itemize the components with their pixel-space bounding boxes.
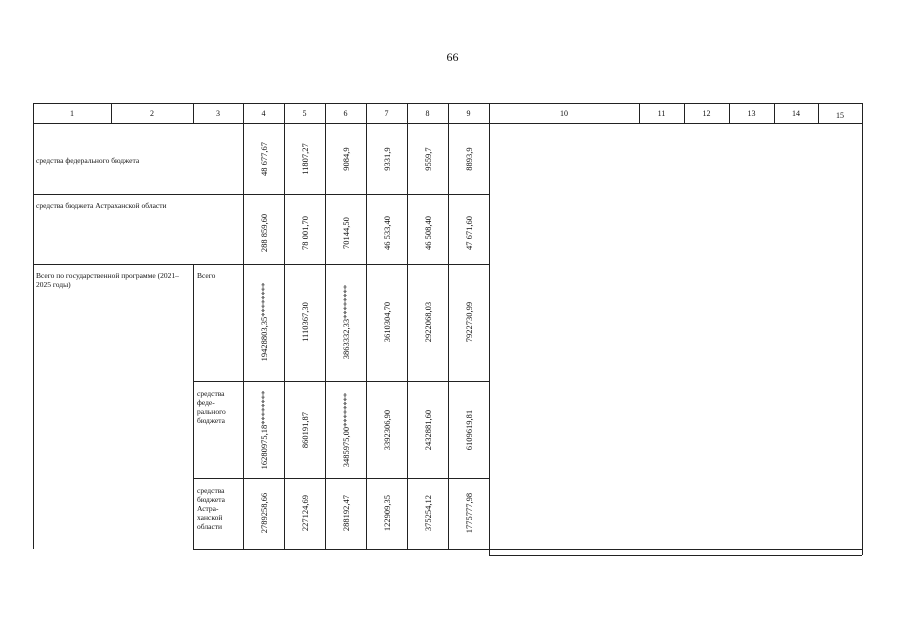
table-border-left	[33, 103, 34, 549]
row-sublabel-total: Всего	[197, 271, 216, 280]
column-header-7: 7	[384, 109, 389, 118]
column-header-12: 12	[702, 109, 711, 118]
row-label-program-total: Всего по государственной программе (2021…	[36, 271, 179, 289]
col-divider-12-13	[729, 103, 730, 123]
column-header-14: 14	[792, 109, 800, 118]
table-border-bottom	[193, 549, 862, 550]
row-divider-3	[193, 381, 489, 382]
col-divider-1-2	[111, 103, 112, 123]
table-border-right	[862, 103, 863, 555]
column-header-6: 6	[343, 109, 348, 118]
column-header-13: 13	[747, 109, 756, 118]
column-header-15: 15	[836, 111, 844, 120]
row-divider-2	[33, 264, 489, 265]
row-sublabel-regional-budget: средства бюджета Астра-ханской области	[197, 486, 225, 531]
column-header-11: 11	[657, 109, 666, 118]
col-divider-9-10	[489, 103, 490, 555]
column-header-4: 4	[261, 109, 266, 118]
col-divider-6-7	[366, 103, 367, 549]
column-header-5: 5	[302, 109, 307, 118]
right-block-bottom	[489, 555, 862, 556]
col-divider-13-14	[774, 103, 775, 123]
col-divider-3-4	[243, 103, 244, 549]
col-divider-11-12	[684, 103, 685, 123]
col-divider-10-11	[639, 103, 640, 123]
row-label-federal-budget: средства федерального бюджета	[36, 156, 140, 165]
header-divider	[33, 123, 862, 124]
col-divider-14-15	[818, 103, 819, 123]
column-header-1: 1	[70, 109, 74, 118]
column-header-9: 9	[466, 109, 471, 118]
row-divider-1	[33, 194, 489, 195]
row-sublabel-federal-budget: средства феде-рального бюджета	[197, 389, 226, 425]
column-header-8: 8	[425, 109, 430, 118]
col-divider-8-9	[448, 103, 449, 549]
col-divider-7-8	[407, 103, 408, 549]
row-label-regional-budget: средства бюджета Астраханской области	[36, 201, 167, 210]
col-divider-2-3	[193, 103, 194, 123]
col-divider-5-6	[325, 103, 326, 549]
column-header-10: 10	[560, 109, 568, 118]
col-divider-4-5	[284, 103, 285, 549]
col-divider-2-3-lower	[193, 264, 194, 549]
column-header-2: 2	[150, 109, 154, 118]
table-border-top	[33, 103, 862, 104]
column-header-3: 3	[216, 109, 220, 118]
page-number: 66	[446, 50, 459, 64]
row-divider-4	[193, 478, 489, 479]
